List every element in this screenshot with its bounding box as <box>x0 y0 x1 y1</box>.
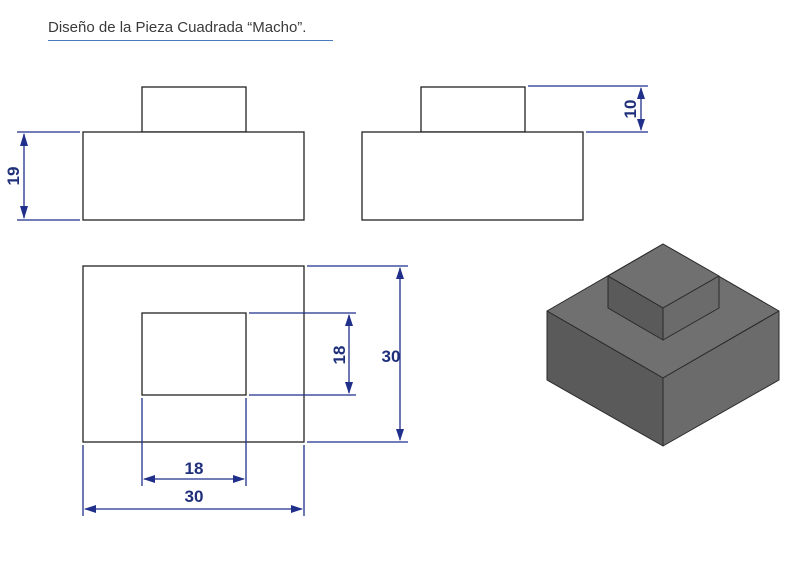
side-boss-arrow-top <box>637 87 645 99</box>
inner-width-label: 18 <box>185 459 204 478</box>
outer-height-arrow-top <box>396 267 404 279</box>
front-view-boss <box>141 86 247 133</box>
outer-height-arrow-bottom <box>396 429 404 441</box>
inner-width-arrow-right <box>233 475 245 483</box>
side-view: 10 <box>361 85 648 221</box>
top-view-inner-square <box>141 312 247 396</box>
side-view-base <box>361 131 584 221</box>
side-view-boss <box>420 86 526 133</box>
outer-height-label: 30 <box>382 347 401 366</box>
side-boss-arrow-bottom <box>637 119 645 131</box>
inner-height-label: 18 <box>330 346 349 365</box>
inner-width-arrow-left <box>143 475 155 483</box>
front-height-label: 19 <box>4 167 23 186</box>
side-boss-label: 10 <box>621 100 640 119</box>
outer-width-arrow-right <box>291 505 303 513</box>
inner-height-arrow-bottom <box>345 382 353 394</box>
outer-width-arrow-left <box>84 505 96 513</box>
front-view-base <box>82 131 305 221</box>
inner-height-arrow-top <box>345 314 353 326</box>
front-height-arrow-bottom <box>20 206 28 219</box>
iso-base-right-face <box>662 310 780 447</box>
outer-width-label: 30 <box>185 487 204 506</box>
iso-boss-right-face <box>662 275 720 341</box>
front-view: 19 <box>4 86 305 221</box>
isometric-view <box>546 243 780 447</box>
page-title[interactable]: Diseño de la Pieza Cuadrada “Macho”. <box>48 18 333 41</box>
front-height-arrow-top <box>20 133 28 146</box>
top-view: 18 30 18 30 <box>82 265 408 516</box>
